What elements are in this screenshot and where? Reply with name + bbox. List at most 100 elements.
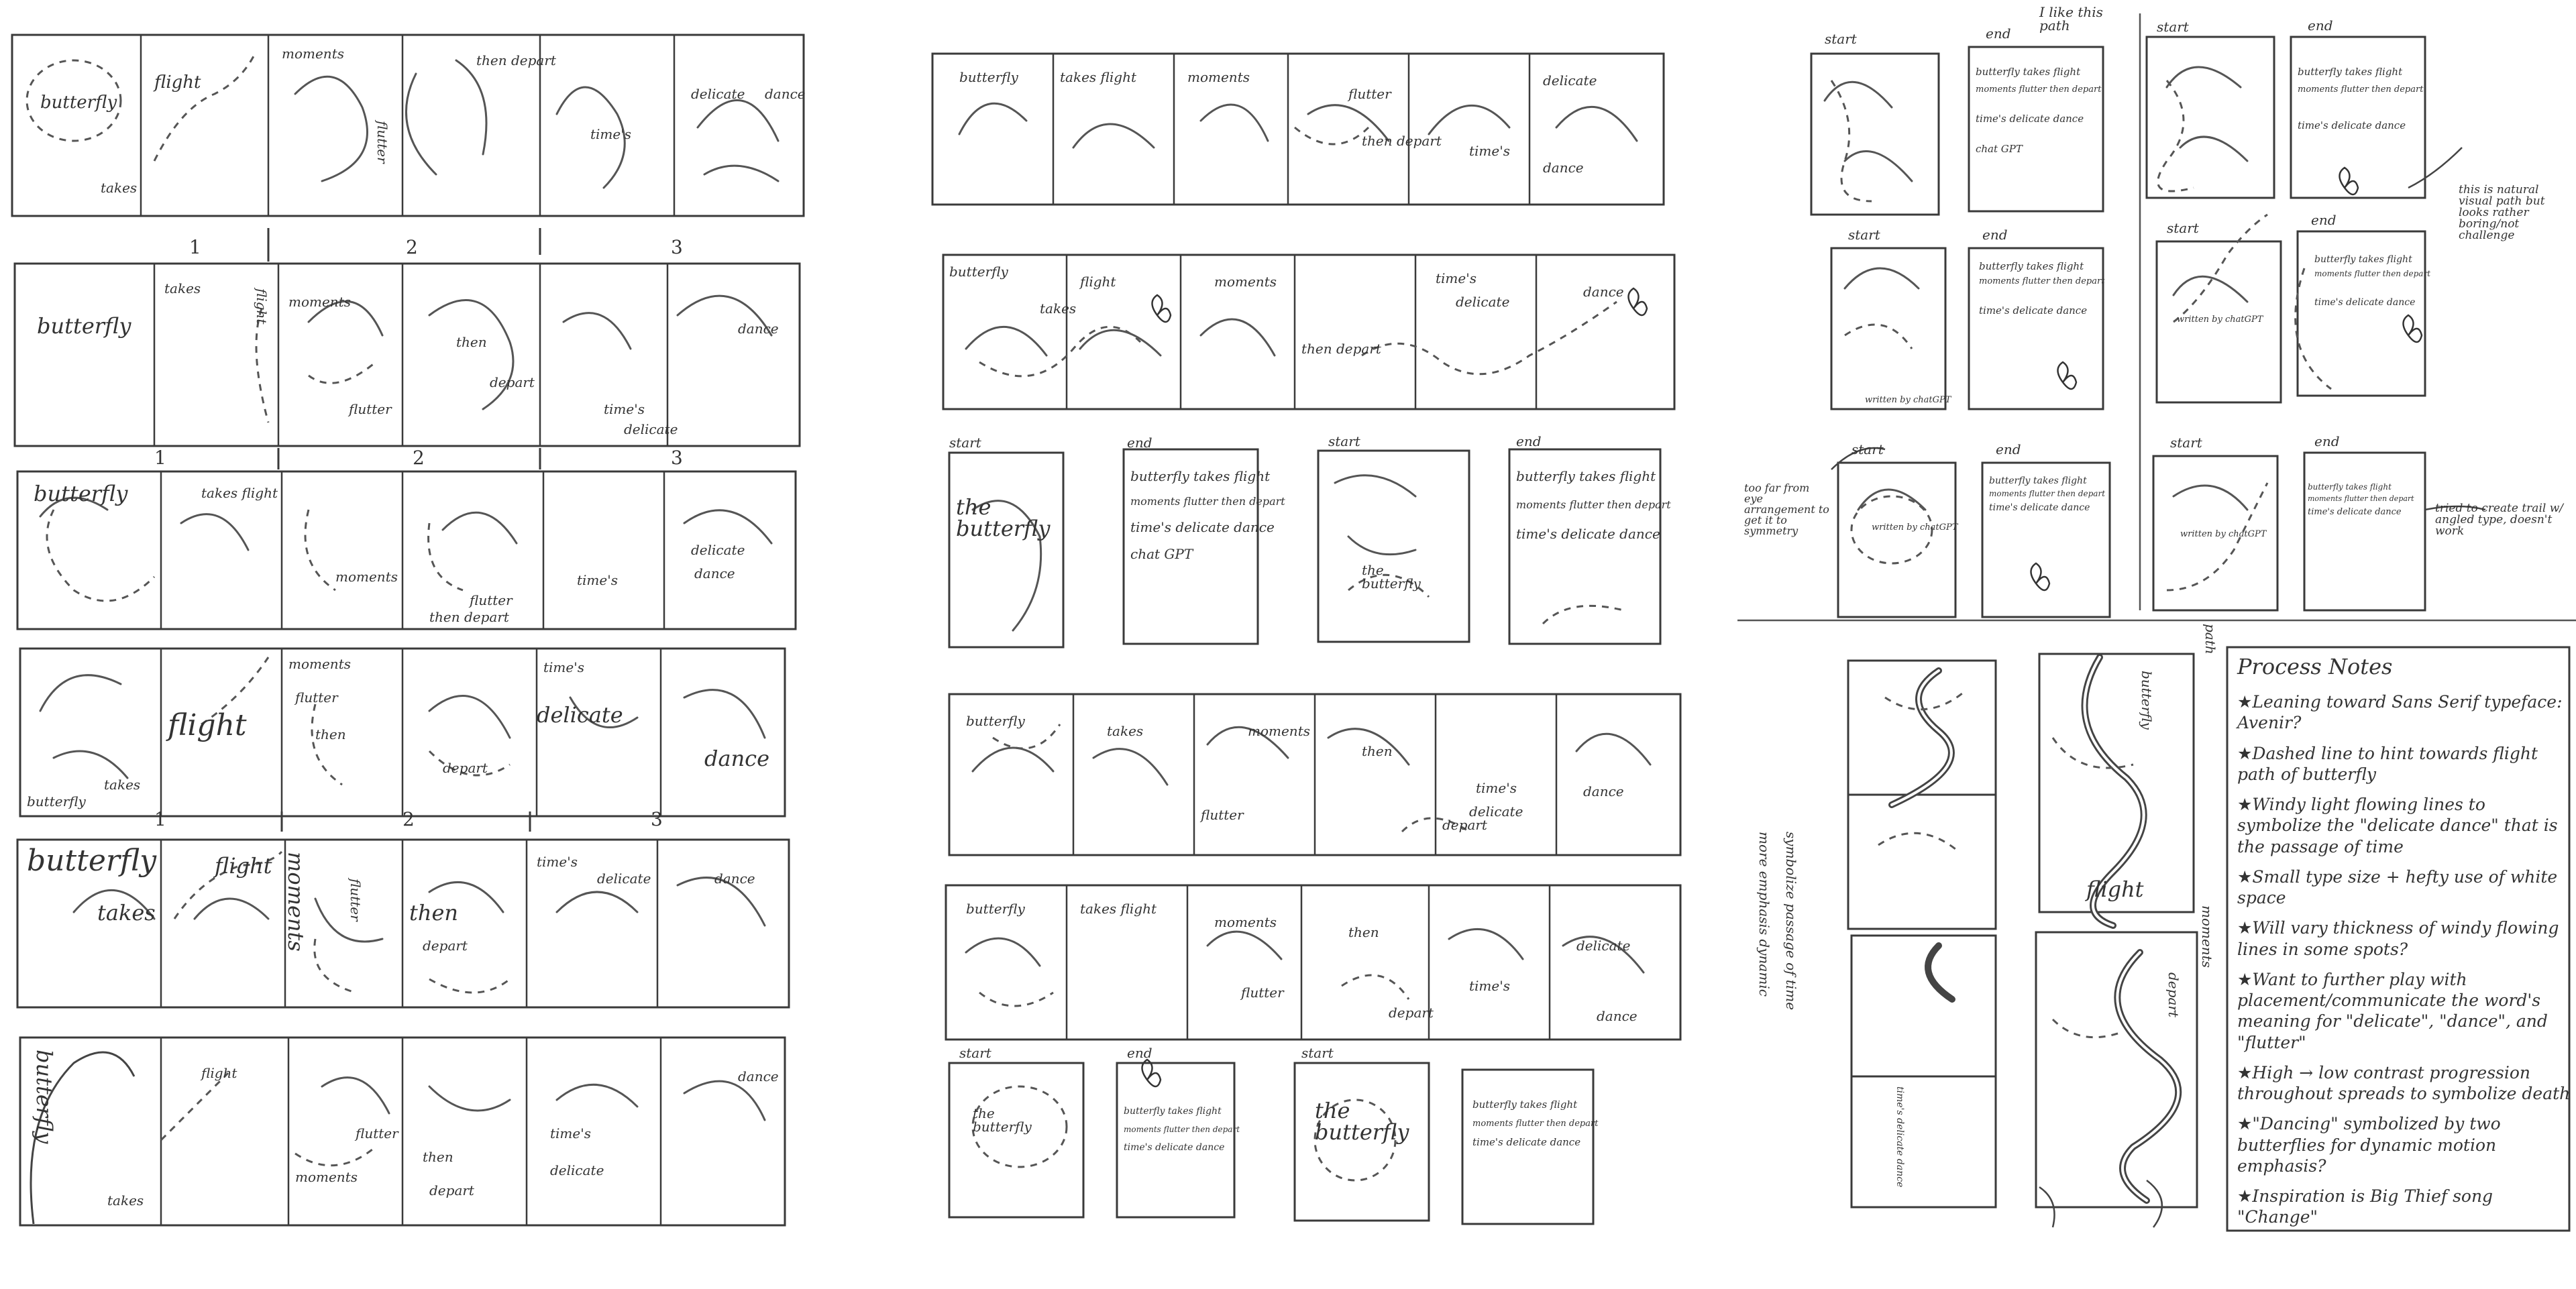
strip-word: butterfly <box>966 901 1025 917</box>
margin-note: too far from eye arrangement to get it t… <box>1744 482 1829 537</box>
page-start-text: the butterfly <box>1315 1098 1409 1145</box>
page-end-poem: butterfly takes flight moments flutter t… <box>1130 469 1285 561</box>
strip-word: then <box>1348 924 1379 940</box>
page-start-label: start <box>1328 433 1360 449</box>
process-notes-title: Process Notes <box>2237 654 2393 679</box>
strip-word: time's <box>1436 270 1477 286</box>
strip-word: flutter <box>349 401 392 417</box>
strip-word: then <box>409 900 459 926</box>
poem-line: moments flutter then depart <box>1976 85 2102 95</box>
sketch-sheet-2: butterfly takes flight moments flutter t… <box>919 0 1690 1289</box>
page-end-poem: butterfly takes flight moments flutter t… <box>1516 469 1671 541</box>
strip-word: then <box>315 726 346 742</box>
poem-line: time's delicate dance <box>2298 119 2406 131</box>
poem-line: moments flutter then depart <box>1979 276 2105 286</box>
strip-word: delicate <box>691 86 745 102</box>
poem-line: moments flutter then depart <box>1130 495 1285 508</box>
strip-word: dance <box>738 1068 779 1084</box>
poem-line: time's delicate dance <box>1472 1136 1581 1148</box>
sketch-sheet-3: I like this path start end start end but… <box>1737 0 2576 1289</box>
sketch-sheet-1: 1 2 3 1 2 3 1 2 3 butterfly takes flight… <box>0 0 825 1289</box>
process-note: "Dancing" symbolized by two butterflies … <box>2237 1113 2573 1176</box>
strip-word: butterfly <box>959 69 1018 85</box>
poem-line: chat GPT <box>1130 546 1193 562</box>
strip-word: time's <box>543 659 584 675</box>
poem-line: moments flutter then depart <box>2298 85 2424 95</box>
strip-word: delicate <box>597 871 651 887</box>
spread-number-3: 3 <box>651 808 663 830</box>
process-note: Dashed line to hint towards flight path … <box>2237 743 2573 785</box>
strip-word: moments <box>288 294 351 310</box>
page-start-label: start <box>1301 1045 1334 1061</box>
strip-word: flutter <box>347 879 364 921</box>
margin-note: tried to create trail w/ angled type, do… <box>2435 502 2564 538</box>
strip-word: flutter <box>356 1125 398 1141</box>
strip-word: then depart <box>1301 341 1381 357</box>
strip-word: moments <box>335 569 398 585</box>
page-start-label: start <box>949 435 981 451</box>
strip-word: delicate <box>691 542 745 558</box>
page-end-label: end <box>2308 17 2333 34</box>
side-note: time's delicate dance <box>1894 1086 1905 1188</box>
strip-word: then <box>456 334 487 350</box>
strip-word: moments <box>1214 914 1277 930</box>
spread-number-1: 1 <box>189 236 201 258</box>
strip-word: time's <box>1469 978 1510 994</box>
process-note: Leaning toward Sans Serif typeface: Aven… <box>2237 691 2573 734</box>
process-notes: Process Notes Leaning toward Sans Serif … <box>2237 654 2570 1228</box>
process-note: Small type size + hefty use of white spa… <box>2237 866 2573 909</box>
poem-line: time's delicate dance <box>1130 519 1275 535</box>
page-start-label: start <box>1851 441 1884 457</box>
strip-word: delicate <box>1576 938 1631 954</box>
strip-word: flight <box>201 1065 237 1081</box>
page-end-label: end <box>1982 227 2008 243</box>
page-start-text: the butterfly <box>973 1105 1032 1135</box>
written-by: written by chatGPT <box>2177 315 2263 325</box>
strip-word: moments <box>295 1169 358 1185</box>
poem-line: butterfly takes flight <box>1124 1106 1222 1117</box>
strip-word: moments <box>1187 69 1250 85</box>
spread-number-2: 2 <box>413 447 425 469</box>
page-start-label: start <box>2170 435 2202 451</box>
strip-word: moments <box>283 852 309 952</box>
page-end-poem: butterfly takes flight moments flutter t… <box>2308 483 2414 516</box>
strip-word: moments <box>1248 723 1310 739</box>
strip-word: depart <box>1442 817 1487 833</box>
margin-note: this is natural visual path but looks ra… <box>2459 183 2545 242</box>
process-note: Want to further play with placement/comm… <box>2237 969 2573 1053</box>
poem-line: butterfly takes flight <box>1130 468 1271 484</box>
page-start-text: the butterfly <box>1362 562 1421 592</box>
strip-word: dance <box>714 871 755 887</box>
strip-word: depart <box>423 938 468 954</box>
strip-word: flight <box>1080 274 1116 290</box>
spread-number-1: 1 <box>154 447 166 469</box>
written-by: written by chatGPT <box>2180 529 2267 539</box>
strip-word: then <box>1362 743 1393 759</box>
strip-word: depart <box>443 760 488 776</box>
poem-line: time's delicate dance <box>1516 526 1660 542</box>
written-by: written by chatGPT <box>1865 395 1951 405</box>
spread-number-3: 3 <box>671 447 683 469</box>
strip-word: flutter <box>1201 807 1244 823</box>
page-end-label: end <box>2314 433 2340 449</box>
strip-word: takes <box>1107 723 1144 739</box>
strip-word: takes <box>107 1192 144 1209</box>
page-end-poem: butterfly takes flight moments flutter t… <box>1979 262 2104 316</box>
strip-word: then depart <box>476 52 556 68</box>
page-end-poem: butterfly takes flight moments flutter t… <box>1989 476 2105 512</box>
strip-word: time's <box>577 572 618 588</box>
page-start-label: start <box>2167 220 2199 236</box>
page-start-label: start <box>2157 19 2189 35</box>
poem-line: moments flutter then depart <box>2308 494 2414 503</box>
poem-line: moments flutter then depart <box>1124 1125 1240 1134</box>
strip-word: takes flight <box>1060 69 1136 85</box>
strip-word: butterfly <box>40 93 117 113</box>
strip-word: time's <box>550 1125 591 1141</box>
strip-word: flutter <box>1241 985 1284 1001</box>
strip-word: delicate <box>1469 803 1523 820</box>
strip-word: moments <box>288 656 351 672</box>
strip-word: moments <box>282 46 344 62</box>
strip-word: dance <box>1597 1008 1638 1024</box>
strip-word: then depart <box>429 609 509 625</box>
strip-word: flight <box>168 708 247 742</box>
